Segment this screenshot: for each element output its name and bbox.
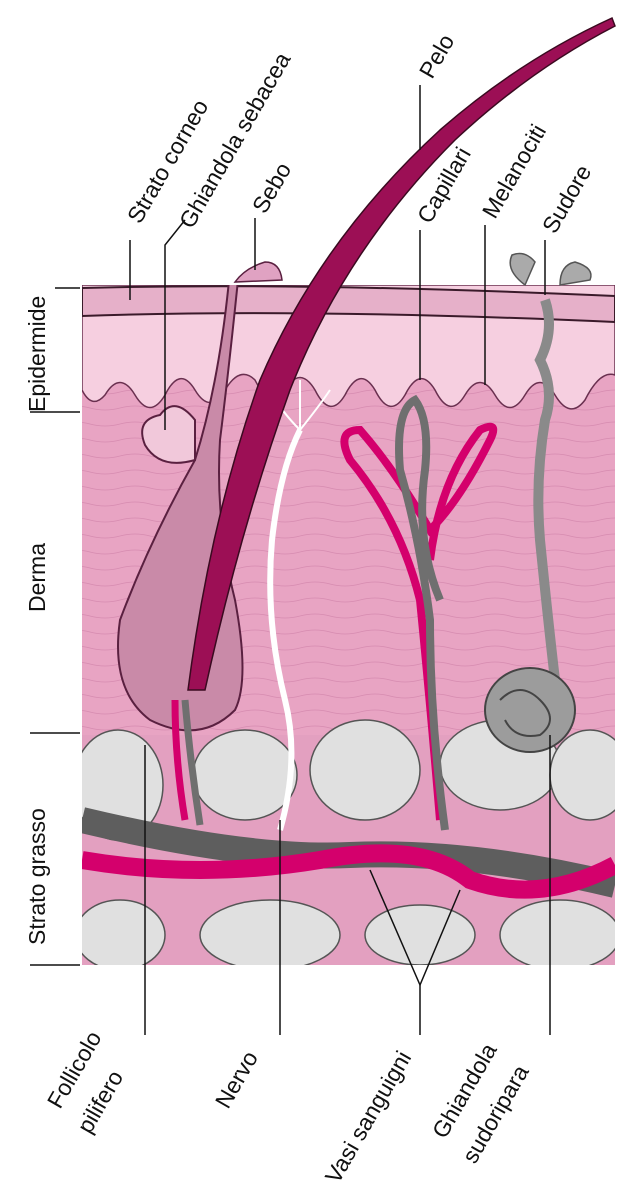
sebum-blob: [235, 262, 282, 282]
label-melanociti: Melanociti: [477, 120, 551, 223]
sweat-droplet-right: [560, 262, 591, 285]
label-vasi-sanguigni: Vasi sanguigni: [320, 1046, 416, 1187]
label-sebo: Sebo: [247, 158, 296, 218]
sweat-gland-coil: [485, 668, 575, 752]
label-sudore: Sudore: [537, 160, 597, 237]
label-strato-grasso: Strato grasso: [24, 808, 50, 945]
sweat-droplet-left: [510, 254, 535, 285]
label-epidermide: Epidermide: [24, 296, 50, 412]
tissue-block: [73, 260, 621, 970]
label-derma: Derma: [24, 543, 50, 612]
label-nervo: Nervo: [210, 1046, 263, 1112]
label-pelo: Pelo: [414, 30, 460, 83]
